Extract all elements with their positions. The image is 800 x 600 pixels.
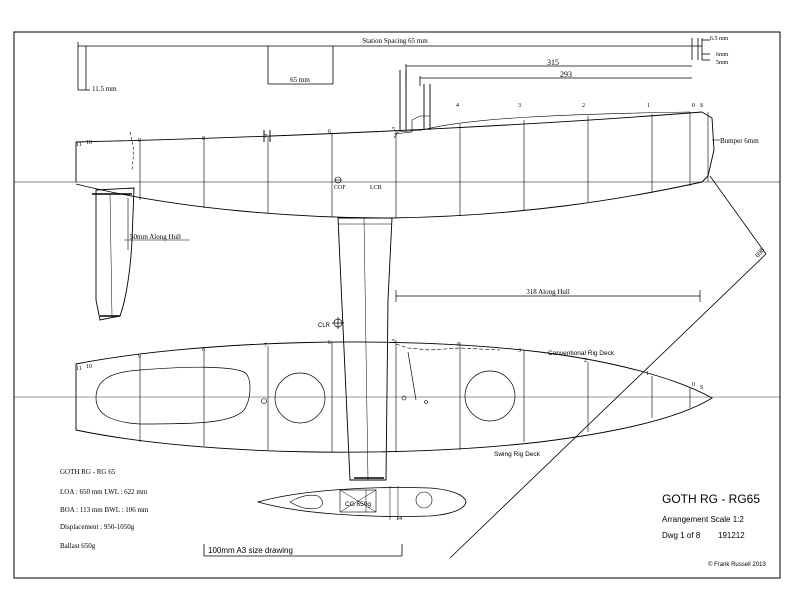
- bumper-label: Bumper 6mm: [720, 137, 759, 145]
- bulb-width-label: 14: [396, 516, 402, 522]
- plan-station-label: 11: [76, 366, 82, 372]
- ballast-bulb: [256, 486, 467, 520]
- top-dimensions: [77, 38, 710, 91]
- profile-station-label: 9: [138, 138, 141, 144]
- hull-profile: [14, 70, 780, 219]
- scale-bar: [203, 544, 403, 557]
- dim-6mm-label: 6mm: [716, 52, 729, 58]
- along-hull-318-label: 318 Along Hull: [526, 288, 570, 296]
- drawing-border: [13, 31, 781, 579]
- profile-station-label: 4: [456, 103, 459, 109]
- title-block-title: GOTH RG - RG65: [662, 492, 760, 506]
- spec-ballast: Ballast 650g: [60, 542, 96, 550]
- swing-deck-label: Swing Rig Deck: [494, 451, 541, 458]
- along-hull-50-label: 50mm Along Hull: [130, 233, 181, 241]
- plan-station-label: 3: [518, 348, 521, 354]
- clr-marker: [332, 317, 344, 329]
- clr-label: CLR: [318, 323, 331, 329]
- diag-698-label: 698: [753, 246, 766, 260]
- title-block-drawing-no: Dwg 1 of 8: [662, 531, 701, 540]
- profile-station-label: 7: [264, 134, 267, 140]
- dim-5mm-label: 5mm: [716, 60, 729, 66]
- plan-station-label: 4: [456, 342, 459, 348]
- keel-fin: [337, 217, 393, 481]
- plan-station-label: 7: [264, 343, 267, 349]
- profile-station-label: 3: [518, 103, 521, 109]
- bulb-cg-label: CG 650g: [345, 501, 371, 508]
- profile-station-label: 8: [202, 136, 205, 142]
- hull-plan: [75, 340, 713, 453]
- station-gap-label: 65 mm: [290, 76, 310, 84]
- station-spacing-label: Station Spacing 65 mm: [362, 37, 428, 45]
- dim-318: [395, 290, 701, 302]
- plan-station-label: 1: [646, 371, 649, 377]
- plan-station-label: 10: [86, 364, 92, 370]
- lcb-label: LCB: [370, 185, 382, 191]
- dim-293-label: 293: [560, 70, 572, 79]
- scale-bar-label: 100mm A3 size drawing: [208, 546, 293, 555]
- cof-label: COF: [334, 185, 346, 191]
- profile-station-label: 1: [647, 103, 650, 109]
- dim-6-5-label: 6.5 mm: [710, 36, 729, 42]
- plan-station-label: 0: [692, 382, 695, 388]
- title-block-date: 191212: [718, 531, 745, 540]
- left-offset-label: 11.5 mm: [92, 85, 117, 93]
- profile-station-label: 6: [328, 129, 331, 135]
- spec-displacement: Displacement : 950-1050g: [60, 523, 135, 531]
- diagonal-698: [449, 175, 767, 559]
- plan-station-label: 8: [202, 347, 205, 353]
- title-block-copyright: © Frank Russell 2013: [708, 561, 766, 568]
- spec-name: GOTH RG - RG 65: [60, 468, 116, 476]
- cof-marker: [334, 176, 342, 184]
- plan-station-label: 6: [328, 340, 331, 346]
- profile-station-label: 5: [392, 127, 395, 133]
- title-block-arrangement: Arrangement Scale 1:2: [662, 515, 744, 524]
- profile-station-label: S: [700, 103, 703, 109]
- spec-loa-lwl: LOA : 650 mm LWL : 622 mm: [60, 488, 148, 496]
- profile-station-numbers: 11 10 9 8 7 6 5 4 3 2 1 0 S: [76, 103, 703, 148]
- profile-station-label: 0: [692, 103, 695, 109]
- conventional-deck-label: Conventional Rig Deck: [548, 350, 615, 357]
- profile-station-label: 10: [86, 140, 92, 146]
- profile-station-label: 2: [582, 103, 585, 109]
- plan-station-label: 9: [138, 354, 141, 360]
- plan-station-numbers: 11 10 9 8 7 6 5 4 3 2 1 0 S: [76, 339, 703, 391]
- profile-station-label: 11: [76, 142, 82, 148]
- plan-station-label: S: [700, 385, 703, 391]
- dim-315-label: 315: [547, 58, 559, 67]
- plan-station-label: 5: [392, 339, 395, 345]
- rudder-dimension: [124, 198, 190, 250]
- spec-boa-bwl: BOA : 113 mm BWL : 106 mm: [60, 506, 149, 514]
- plan-station-label: 2: [584, 358, 587, 364]
